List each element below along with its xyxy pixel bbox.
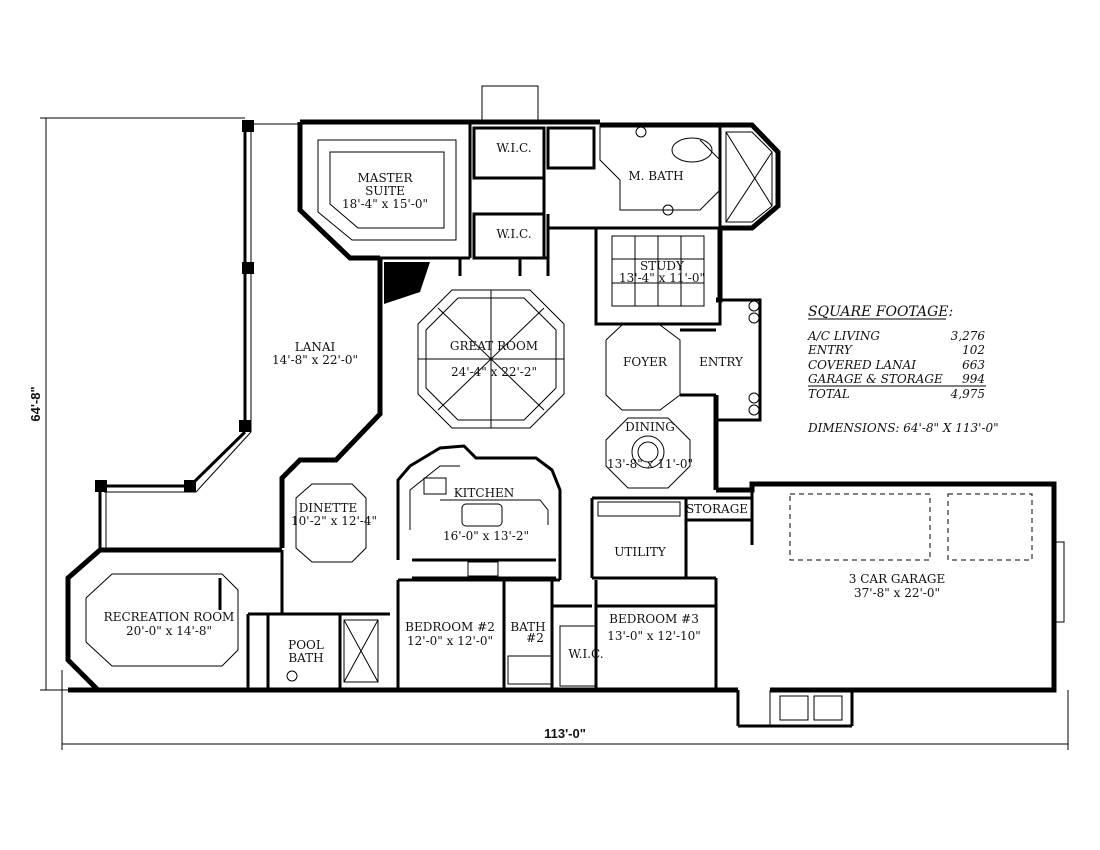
sf-row-label: GARAGE & STORAGE — [808, 372, 943, 386]
bedroom-3-label: BEDROOM #3 — [609, 612, 699, 626]
storage-label: STORAGE — [686, 502, 748, 516]
height-dimension-label: 64'-8" — [28, 386, 43, 421]
bedroom-2-label: BEDROOM #2 — [405, 620, 495, 634]
garage-label: 3 CAR GARAGE — [849, 572, 945, 586]
master-bath-label: M. BATH — [628, 169, 683, 183]
study-dim: 13'-4" x 11'-0" — [619, 271, 705, 285]
kitchen-dim: 16'-0" x 13'-2" — [443, 529, 529, 543]
dining-dim: 13'-8" x 11'-0" — [607, 457, 693, 471]
entry-columns — [748, 300, 1065, 623]
square-footage-title: SQUARE FOOTAGE: — [808, 304, 953, 320]
kitchen-label: KITCHEN — [454, 486, 515, 500]
sf-row-value: 663 — [962, 358, 985, 372]
overall-dimensions-text: DIMENSIONS: 64'-8" X 113'-0" — [807, 421, 999, 435]
sf-row-label: COVERED LANAI — [808, 358, 916, 372]
master-suite-label-2: SUITE — [365, 184, 405, 198]
sf-row-value: 3,276 — [951, 329, 986, 343]
dining-label: DINING — [625, 420, 675, 434]
dimension-lines — [40, 117, 1069, 750]
wic-1-label: W.I.C. — [496, 141, 531, 155]
lanai-dim: 14'-8" x 22'-0" — [272, 353, 358, 367]
entry-label: ENTRY — [699, 355, 744, 369]
bedroom-2-dim: 12'-0" x 12'-0" — [407, 634, 493, 648]
lanai-outline — [95, 120, 300, 550]
sf-row-value: 4,975 — [950, 387, 985, 401]
dinette-label: DINETTE — [299, 501, 358, 515]
pool-bath-label: POOL — [288, 638, 324, 652]
square-footage-table: SQUARE FOOTAGE: A/C LIVING 3,276 ENTRY 1… — [807, 304, 999, 435]
sf-row-value: 994 — [962, 372, 985, 386]
wic-3-label: W.I.C. — [568, 647, 603, 661]
garage-dim: 37'-8" x 22'-0" — [854, 586, 940, 600]
master-suite-label: MASTER — [358, 171, 414, 185]
chimney — [481, 85, 539, 123]
room-labels: MASTER SUITE 18'-4" x 15'-0" W.I.C. W.I.… — [104, 141, 946, 665]
sf-row-label: ENTRY — [807, 343, 853, 357]
ceiling-details — [85, 126, 1033, 667]
dinette-dim: 10'-2" x 12'-4" — [291, 514, 377, 528]
bath-2-label: BATH — [510, 620, 545, 634]
bath-2-label-2: #2 — [526, 631, 544, 645]
great-room-label: GREAT ROOM — [450, 339, 538, 353]
sf-row-label: A/C LIVING — [807, 329, 880, 343]
pool-bath-label-2: BATH — [288, 651, 323, 665]
sf-row-value: 102 — [962, 343, 985, 357]
bedroom-3-dim: 13'-0" x 12'-10" — [607, 629, 701, 643]
study-label: STUDY — [640, 259, 685, 273]
width-dimension-label: 113'-0" — [544, 726, 586, 741]
master-suite-dim: 18'-4" x 15'-0" — [342, 197, 428, 211]
recreation-room-dim: 20'-0" x 14'-8" — [126, 624, 212, 638]
interior-walls — [218, 122, 854, 728]
great-room-dim: 24'-4" x 22'-2" — [451, 365, 537, 379]
wic-2-label: W.I.C. — [496, 227, 531, 241]
lanai-label: LANAI — [295, 340, 336, 354]
utility-label: UTILITY — [614, 545, 667, 559]
foyer-label: FOYER — [623, 355, 668, 369]
recreation-room-label: RECREATION ROOM — [104, 610, 235, 624]
sf-row-label: TOTAL — [808, 387, 850, 401]
